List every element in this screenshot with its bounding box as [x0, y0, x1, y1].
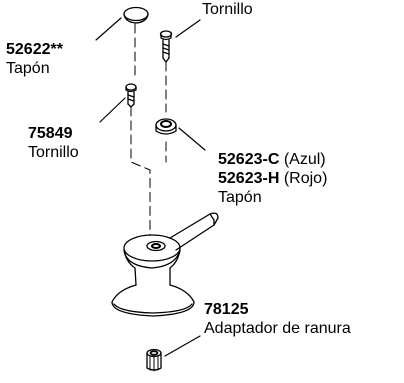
- leader-screw-75849: [99, 97, 126, 123]
- adapter-78125: [146, 348, 162, 372]
- cap-52622-name: Tapón: [6, 60, 50, 77]
- top-screw-callout: Tornillo: [202, 0, 253, 19]
- cap-52623-c-variant: (Azul): [283, 151, 326, 168]
- cap-52623-h-variant: (Rojo): [283, 170, 328, 187]
- screw-75849-callout: 75849 Tornillo: [28, 124, 79, 162]
- leader-cap-52623: [178, 127, 206, 151]
- cap-52623: [155, 118, 177, 135]
- adapter-78125-part-number: 78125: [204, 301, 249, 318]
- leader-adapter-78125: [164, 335, 201, 357]
- cap-52622-callout: 52622** Tapón: [6, 40, 63, 78]
- screw-75849-name: Tornillo: [28, 144, 79, 161]
- lever-handle: [111, 212, 219, 317]
- cap-52623-h-part-number: 52623-H: [218, 170, 280, 187]
- cap-52623-c-part-number: 52623-C: [218, 151, 280, 168]
- screw-75849-part-number: 75849: [28, 125, 73, 142]
- screw-75849: [125, 83, 137, 108]
- leader-top-screw: [175, 19, 201, 38]
- top-screw-name: Tornillo: [202, 1, 253, 18]
- cap-52623-callout: 52623-C (Azul) 52623-H (Rojo) Tapón: [218, 150, 327, 207]
- cap-52623-name: Tapón: [218, 189, 262, 206]
- cap-52622-part-number: 52622**: [6, 41, 63, 58]
- top-screw: [159, 30, 173, 63]
- cap-52622: [123, 6, 149, 24]
- leader-lines: [95, 17, 206, 357]
- leader-cap-52622: [95, 17, 122, 41]
- adapter-78125-callout: 78125 Adaptador de ranura: [204, 300, 351, 338]
- assembly-center-lines: [130, 23, 167, 236]
- adapter-78125-name: Adaptador de ranura: [204, 320, 351, 337]
